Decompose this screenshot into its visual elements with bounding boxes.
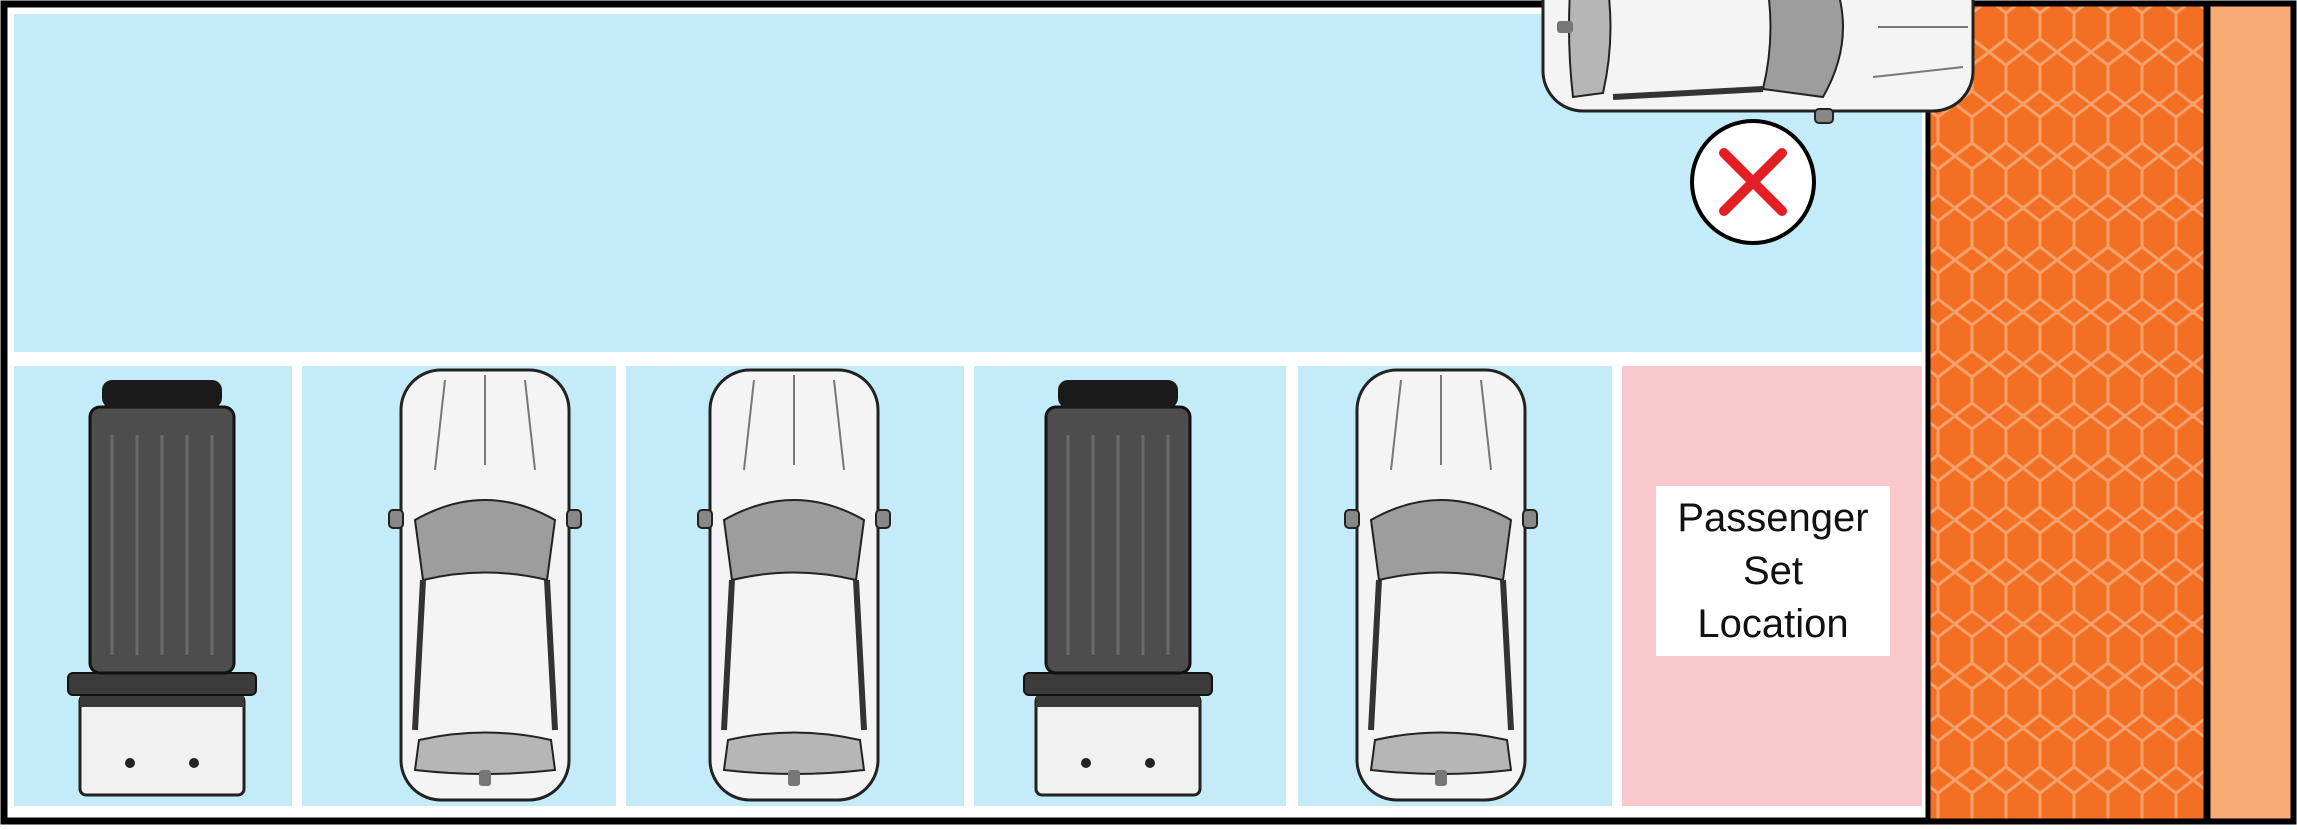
set-location-line-1: Passenger [1677,495,1869,540]
set-location-line-2: Set [1742,548,1804,593]
parked-light-sedan-2 [389,370,581,800]
moving-crossover [1543,0,1973,123]
x-icon [1690,119,1816,245]
parked-light-sedan-3 [698,370,890,800]
curb-strip [1925,1,2209,824]
sidewalk [2205,1,2296,824]
set-location-label: Passenger Set Location [1656,486,1890,656]
set-location-line-3: Location [1697,601,1849,646]
parked-light-sedan-5 [1345,370,1537,800]
parked-dark-suv-4 [1022,378,1214,797]
parked-dark-suv-1 [66,378,258,797]
